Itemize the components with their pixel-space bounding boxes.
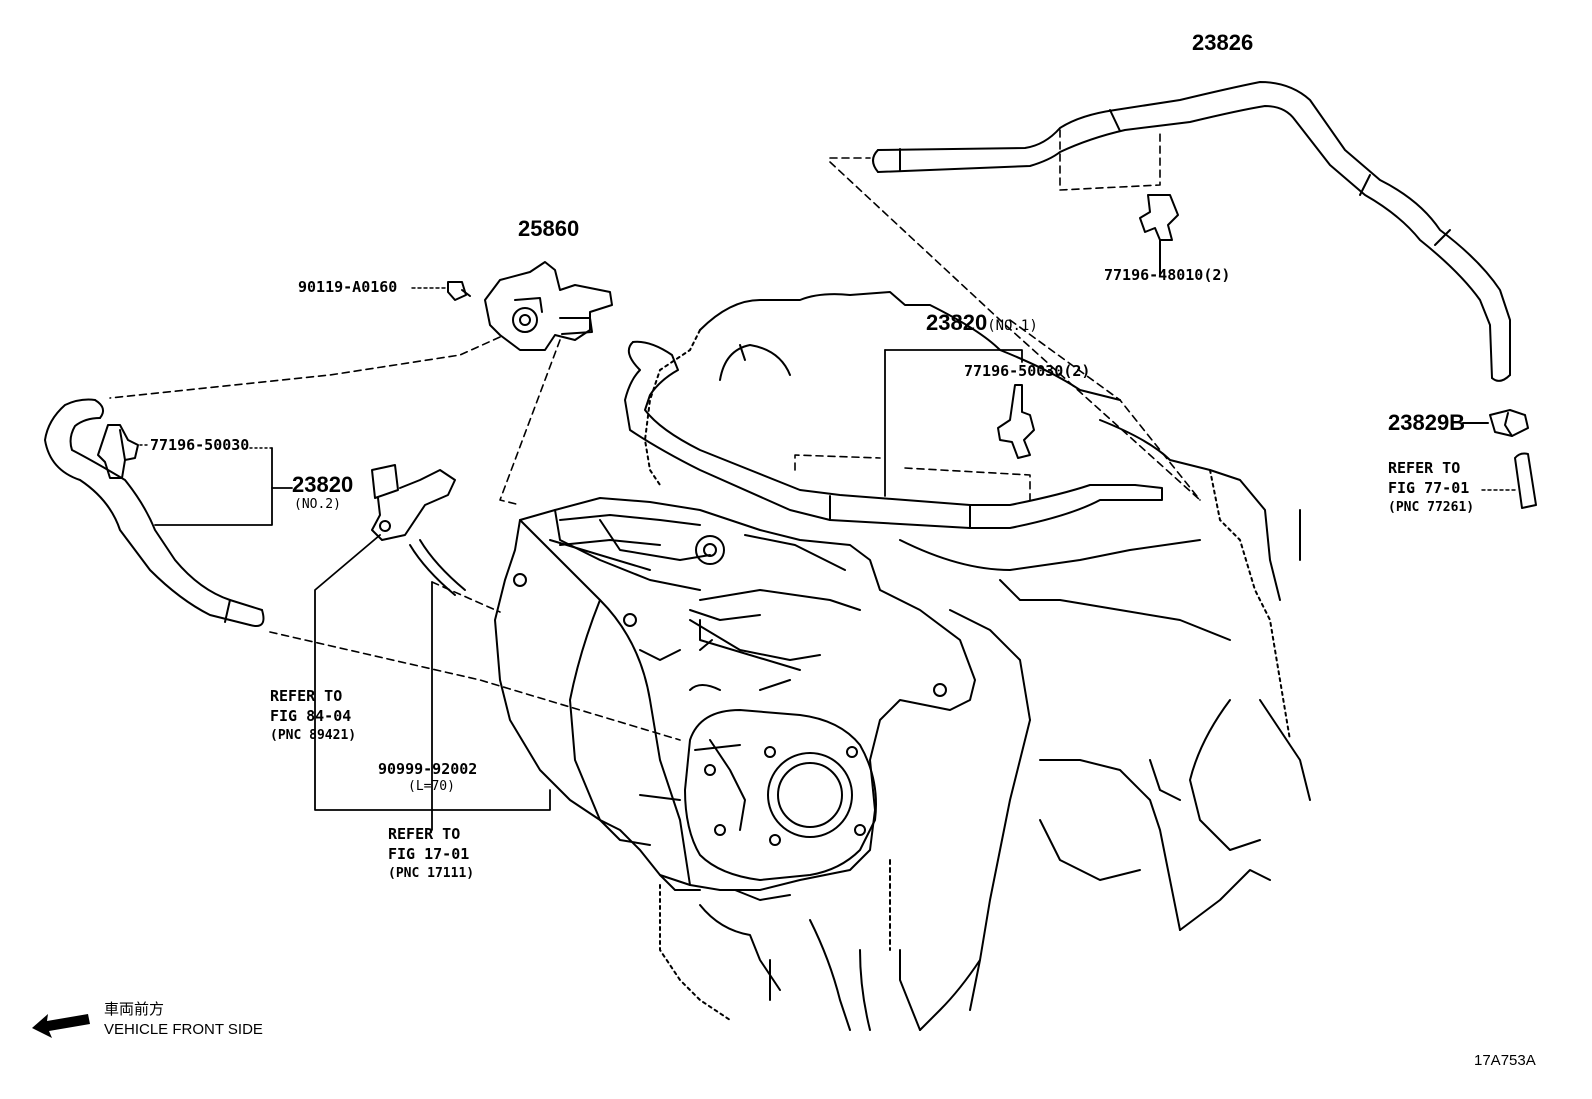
refer-fig-17-01-line2: FIG 17-01 <box>388 845 470 863</box>
refer-fig-77-01: REFER TO FIG 77-01 (PNC 77261) <box>1388 458 1474 518</box>
hose-90999 <box>409 539 466 831</box>
engine-block <box>644 291 1311 1031</box>
refer-fig-84-04: REFER TO FIG 84-04 (PNC 89421) <box>270 686 356 746</box>
transaxle-assembly <box>494 497 976 901</box>
clamp-23829b <box>1462 409 1537 509</box>
refer-fig-77-01-line1: REFER TO <box>1388 459 1461 477</box>
figure-code: 17A753A <box>1474 1052 1536 1069</box>
valve-25860 <box>484 261 613 351</box>
refer-fig-84-04-line1: REFER TO <box>270 687 343 705</box>
part-number-77196-50030-2: 77196-50030(2) <box>964 362 1091 380</box>
part-number-77196-50030: 77196-50030 <box>150 436 250 454</box>
part-number-23820-no1: 23820(NO.1) <box>926 312 1038 334</box>
part-number-90999-92002: 90999-92002 <box>378 760 478 778</box>
refer-fig-84-04-line2: FIG 84-04 <box>270 707 352 725</box>
clip-77196-50030 <box>97 424 151 479</box>
sensor-bracket <box>314 464 551 811</box>
refer-fig-17-01-pnc: (PNC 17111) <box>388 866 475 881</box>
part-number-23820-no2: 23820 <box>292 472 354 497</box>
clip-77196-50030-2 <box>997 384 1035 459</box>
vehicle-front-side-label: 車両前方 VEHICLE FRONT SIDE <box>104 1000 263 1040</box>
refer-fig-77-01-line2: FIG 77-01 <box>1388 479 1470 497</box>
part-number-90119-a0160: 90119-A0160 <box>298 278 398 296</box>
part-number-23820-no2-suffix: (NO.2) <box>294 497 341 512</box>
clip-77196-48010 <box>1139 194 1179 276</box>
part-number-23829b: 23829B <box>1388 410 1466 435</box>
refer-fig-17-01: REFER TO FIG 17-01 (PNC 17111) <box>388 824 474 884</box>
bolt-90119 <box>411 281 471 301</box>
refer-fig-77-01-pnc: (PNC 77261) <box>1388 500 1475 515</box>
vehicle-front-side-jp: 車両前方 <box>104 1001 165 1018</box>
hose-23826 <box>872 81 1511 382</box>
refer-fig-17-01-line1: REFER TO <box>388 825 461 843</box>
part-length-l70: (L=70) <box>408 779 455 794</box>
vehicle-front-side-en: VEHICLE FRONT SIDE <box>104 1021 263 1038</box>
part-number-25860: 25860 <box>518 216 580 241</box>
hose-23820-no1 <box>624 340 1163 529</box>
part-number-77196-48010: 77196-48010(2) <box>1104 266 1231 284</box>
hose-23820-no2 <box>44 398 293 627</box>
part-number-23820-no1-suffix: (NO.1) <box>987 318 1038 334</box>
refer-fig-84-04-pnc: (PNC 89421) <box>270 728 357 743</box>
assembly-leaders <box>109 129 1201 741</box>
part-number-23826: 23826 <box>1192 30 1254 55</box>
part-number-23820-no1-main: 23820 <box>926 310 988 335</box>
front-arrow-icon <box>32 1014 90 1038</box>
